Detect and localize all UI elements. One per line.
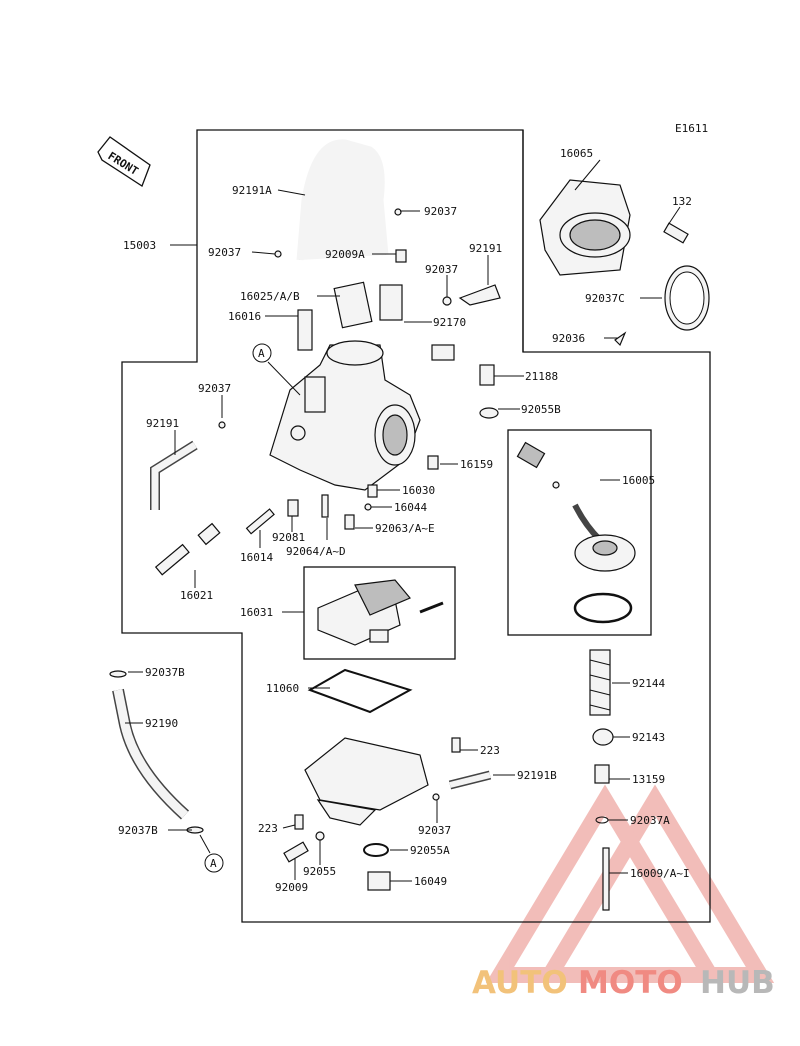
label-16065: 16065 — [560, 147, 593, 160]
label-16025: 16025/A/B — [240, 290, 300, 303]
label-16159: 16159 — [460, 458, 493, 471]
label-16049: 16049 — [414, 875, 447, 888]
callout-a-bottom: A — [199, 834, 224, 873]
front-arrow-icon: FRONT — [97, 136, 151, 187]
label-92055: 92055 — [303, 865, 336, 878]
label-16021: 16021 — [180, 589, 213, 602]
float-box — [303, 566, 456, 660]
right-column-parts — [589, 649, 614, 911]
drain-hose — [109, 670, 204, 834]
label-92037b-a: 92037B — [145, 666, 185, 679]
label-92191-b: 92191 — [146, 417, 179, 430]
intake-manifold — [539, 179, 710, 347]
callout-a-top-letter: A — [258, 347, 265, 360]
label-16044: 16044 — [394, 501, 427, 514]
callout-a-top: A — [252, 343, 301, 396]
label-223-b: 223 — [258, 822, 278, 835]
cap-assembly — [516, 441, 636, 624]
watermark-part-3: HUB — [700, 965, 775, 1001]
label-15003: 15003 — [123, 239, 156, 252]
label-92143: 92143 — [632, 731, 665, 744]
throttle-parts — [274, 208, 501, 419]
label-92037-d: 92037 — [198, 382, 231, 395]
label-92064: 92064/A~D — [286, 545, 346, 558]
cap-box — [507, 429, 652, 636]
part-labels: 15003 92191A 92037 92037 92009A 92191 92… — [118, 147, 692, 894]
label-16009: 16009/A~I — [630, 867, 690, 880]
label-92170: 92170 — [433, 316, 466, 329]
label-13159: 13159 — [632, 773, 665, 786]
label-92063: 92063/A~E — [375, 522, 435, 535]
label-92009: 92009 — [275, 881, 308, 894]
callout-a-bottom-letter: A — [210, 857, 217, 870]
carburetor-body — [269, 340, 421, 491]
label-92037-e: 92037 — [418, 824, 451, 837]
label-92081: 92081 — [272, 531, 305, 544]
label-92055b: 92055B — [521, 403, 561, 416]
label-16030: 16030 — [402, 484, 435, 497]
label-132: 132 — [672, 195, 692, 208]
label-92037a: 92037A — [630, 814, 670, 827]
float-bowl — [283, 668, 492, 891]
watermark-part-1: AUTO — [472, 965, 568, 1001]
label-16005: 16005 — [622, 474, 655, 487]
label-92037-c: 92037 — [425, 263, 458, 276]
diagram-code: E1611 — [675, 122, 708, 135]
label-92055a: 92055A — [410, 844, 450, 857]
label-92144: 92144 — [632, 677, 665, 690]
label-16016: 16016 — [228, 310, 261, 323]
label-92037b-b: 92037B — [118, 824, 158, 837]
watermark-part-2: MOTO — [578, 965, 683, 1001]
vent-hose-top — [296, 139, 389, 261]
leader-lines — [125, 159, 681, 882]
left-side-parts — [150, 421, 439, 576]
label-92191-a: 92191 — [469, 242, 502, 255]
label-92009a: 92009A — [325, 248, 365, 261]
label-92037-a: 92037 — [424, 205, 457, 218]
label-92190: 92190 — [145, 717, 178, 730]
label-223-a: 223 — [480, 744, 500, 757]
float-assembly — [317, 579, 444, 646]
label-21188: 21188 — [525, 370, 558, 383]
label-92191b: 92191B — [517, 769, 557, 782]
label-16014: 16014 — [240, 551, 273, 564]
label-92036: 92036 — [552, 332, 585, 345]
label-11060: 11060 — [266, 682, 299, 695]
label-92191a: 92191A — [232, 184, 272, 197]
watermark-wordmark: AUTO MOTO HUB — [472, 965, 775, 1001]
label-92037-b: 92037 — [208, 246, 241, 259]
label-92037c: 92037C — [585, 292, 625, 305]
label-16031: 16031 — [240, 606, 273, 619]
